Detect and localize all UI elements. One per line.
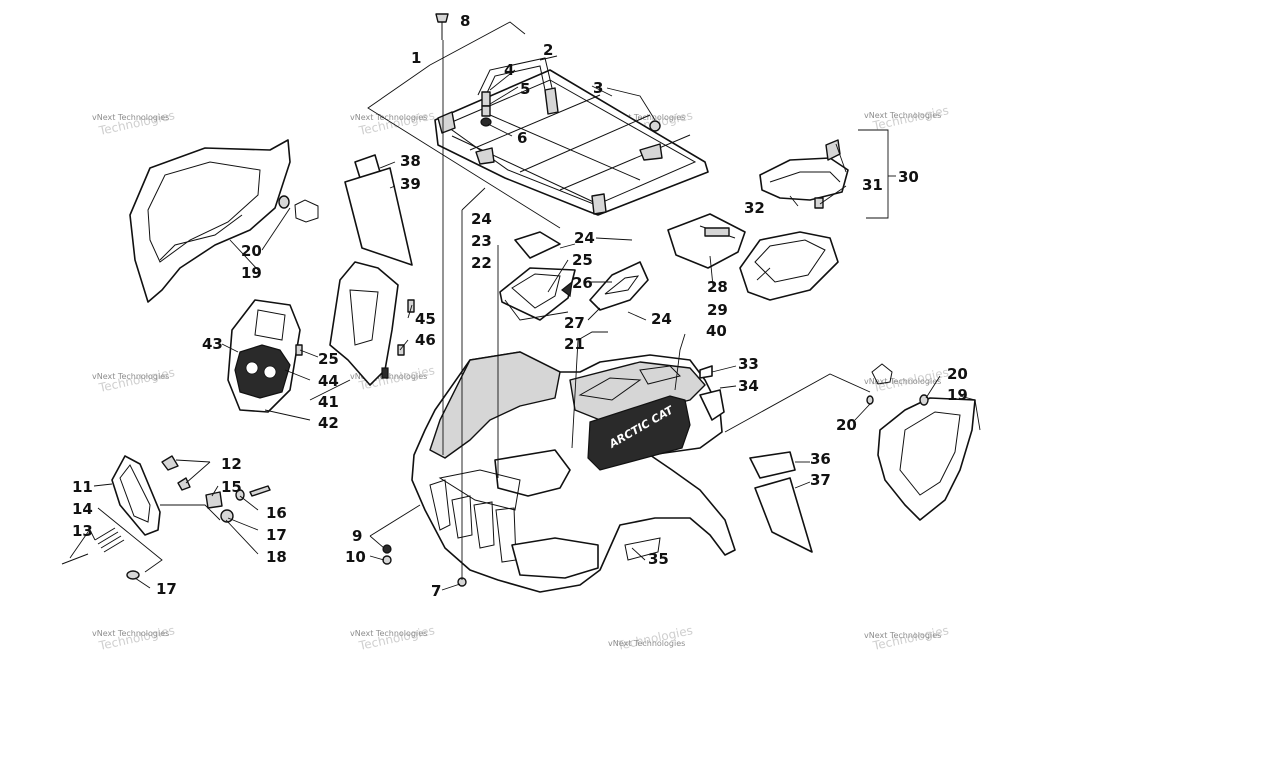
callout-8: 8 [460, 12, 470, 30]
watermark-br: Technologies vNext Technologies [864, 623, 950, 653]
callout-20c: 20 [836, 416, 857, 434]
callout-25b: 25 [318, 350, 339, 368]
svg-text:vNext Technologies: vNext Technologies [350, 113, 427, 122]
callout-11: 11 [72, 478, 93, 496]
callout-42: 42 [318, 414, 339, 432]
callout-3: 3 [593, 79, 603, 97]
callout-18: 18 [266, 548, 287, 566]
callout-24c: 24 [651, 310, 672, 328]
svg-text:vNext Technologies: vNext Technologies [608, 113, 685, 122]
callout-22: 22 [471, 254, 492, 272]
callout-12: 12 [221, 455, 242, 473]
callout-23: 23 [471, 232, 492, 250]
front-rack [434, 57, 709, 216]
callout-16: 16 [266, 504, 287, 522]
svg-text:vNext Technologies: vNext Technologies [608, 639, 685, 648]
storage-cover [667, 213, 746, 269]
callout-19b: 19 [947, 386, 968, 404]
watermark-bl: Technologies vNext Technologies [92, 623, 176, 653]
svg-text:Technologies: Technologies [357, 623, 436, 653]
center-bracket [589, 261, 649, 311]
callout-6: 6 [517, 129, 527, 147]
callout-30: 30 [898, 168, 919, 186]
callout-31: 31 [862, 176, 883, 194]
callout-9: 9 [352, 527, 362, 545]
svg-text:vNext Technologies: vNext Technologies [92, 113, 169, 122]
dash-panel [329, 261, 399, 386]
watermark-bc1: Technologies vNext Technologies [350, 623, 436, 653]
callout-14: 14 [72, 500, 93, 518]
svg-text:vNext Technologies: vNext Technologies [864, 111, 941, 120]
right-fender [866, 363, 976, 521]
callout-1: 1 [411, 49, 421, 67]
callout-21: 21 [564, 335, 585, 353]
callout-37: 37 [810, 471, 831, 489]
callout-34: 34 [738, 377, 759, 395]
svg-text:vNext Technologies: vNext Technologies [864, 377, 941, 386]
callout-43: 43 [202, 335, 223, 353]
svg-text:vNext Technologies: vNext Technologies [864, 631, 941, 640]
decal-38-39 [344, 154, 413, 266]
callout-27: 27 [564, 314, 585, 332]
headlight-assembly [61, 455, 271, 580]
center-plate [499, 231, 576, 321]
callout-4: 4 [504, 61, 514, 79]
callout-33: 33 [738, 355, 759, 373]
storage-tray [739, 231, 839, 301]
rack-bolt-hardware [435, 13, 661, 132]
callout-13: 13 [72, 522, 93, 540]
watermark-tr: Technologies vNext Technologies [864, 103, 950, 133]
callout-32: 32 [744, 199, 765, 217]
callout-26: 26 [572, 274, 593, 292]
callout-29: 29 [707, 301, 728, 319]
callout-17a: 17 [266, 526, 287, 544]
svg-text:vNext Technologies: vNext Technologies [92, 629, 169, 638]
callout-39: 39 [400, 175, 421, 193]
callout-24a: 24 [471, 210, 492, 228]
callout-7: 7 [431, 582, 441, 600]
callout-17b: 17 [156, 580, 177, 598]
callout-5: 5 [520, 80, 530, 98]
watermark-ml: Technologies vNext Technologies [92, 365, 176, 395]
callout-20a: 20 [241, 242, 262, 260]
callout-19a: 19 [241, 264, 262, 282]
storage-lid [759, 139, 849, 209]
callout-10: 10 [345, 548, 366, 566]
misc-hardware [295, 299, 713, 587]
instrument-pod [227, 299, 301, 413]
callout-15: 15 [221, 478, 242, 496]
svg-text:Technologies: Technologies [97, 623, 176, 653]
callout-24b: 24 [574, 229, 595, 247]
callout-41: 41 [318, 393, 339, 411]
callout-25a: 25 [572, 251, 593, 269]
left-fender [129, 139, 319, 303]
svg-text:vNext Technologies: vNext Technologies [350, 629, 427, 638]
callout-20b: 20 [947, 365, 968, 383]
callouts: 8 1 2 4 5 3 6 38 39 30 31 32 24 23 24 25… [72, 12, 968, 600]
watermark-bc2: Technologies vNext Technologies [608, 623, 694, 653]
decal-36-37 [749, 451, 813, 553]
leader-lines [69, 21, 981, 591]
callout-35: 35 [648, 550, 669, 568]
front-body-panel: ARCTIC CAT [411, 351, 736, 593]
callout-2: 2 [543, 41, 553, 59]
svg-text:vNext Technologies: vNext Technologies [92, 372, 169, 381]
callout-45: 45 [415, 310, 436, 328]
callout-44: 44 [318, 372, 339, 390]
svg-text:vNext Technologies: vNext Technologies [350, 372, 427, 381]
watermark-tl: Technologies vNext Technologies [92, 108, 176, 138]
callout-36: 36 [810, 450, 831, 468]
callout-40: 40 [706, 322, 727, 340]
callout-46: 46 [415, 331, 436, 349]
callout-28: 28 [707, 278, 728, 296]
callout-38: 38 [400, 152, 421, 170]
